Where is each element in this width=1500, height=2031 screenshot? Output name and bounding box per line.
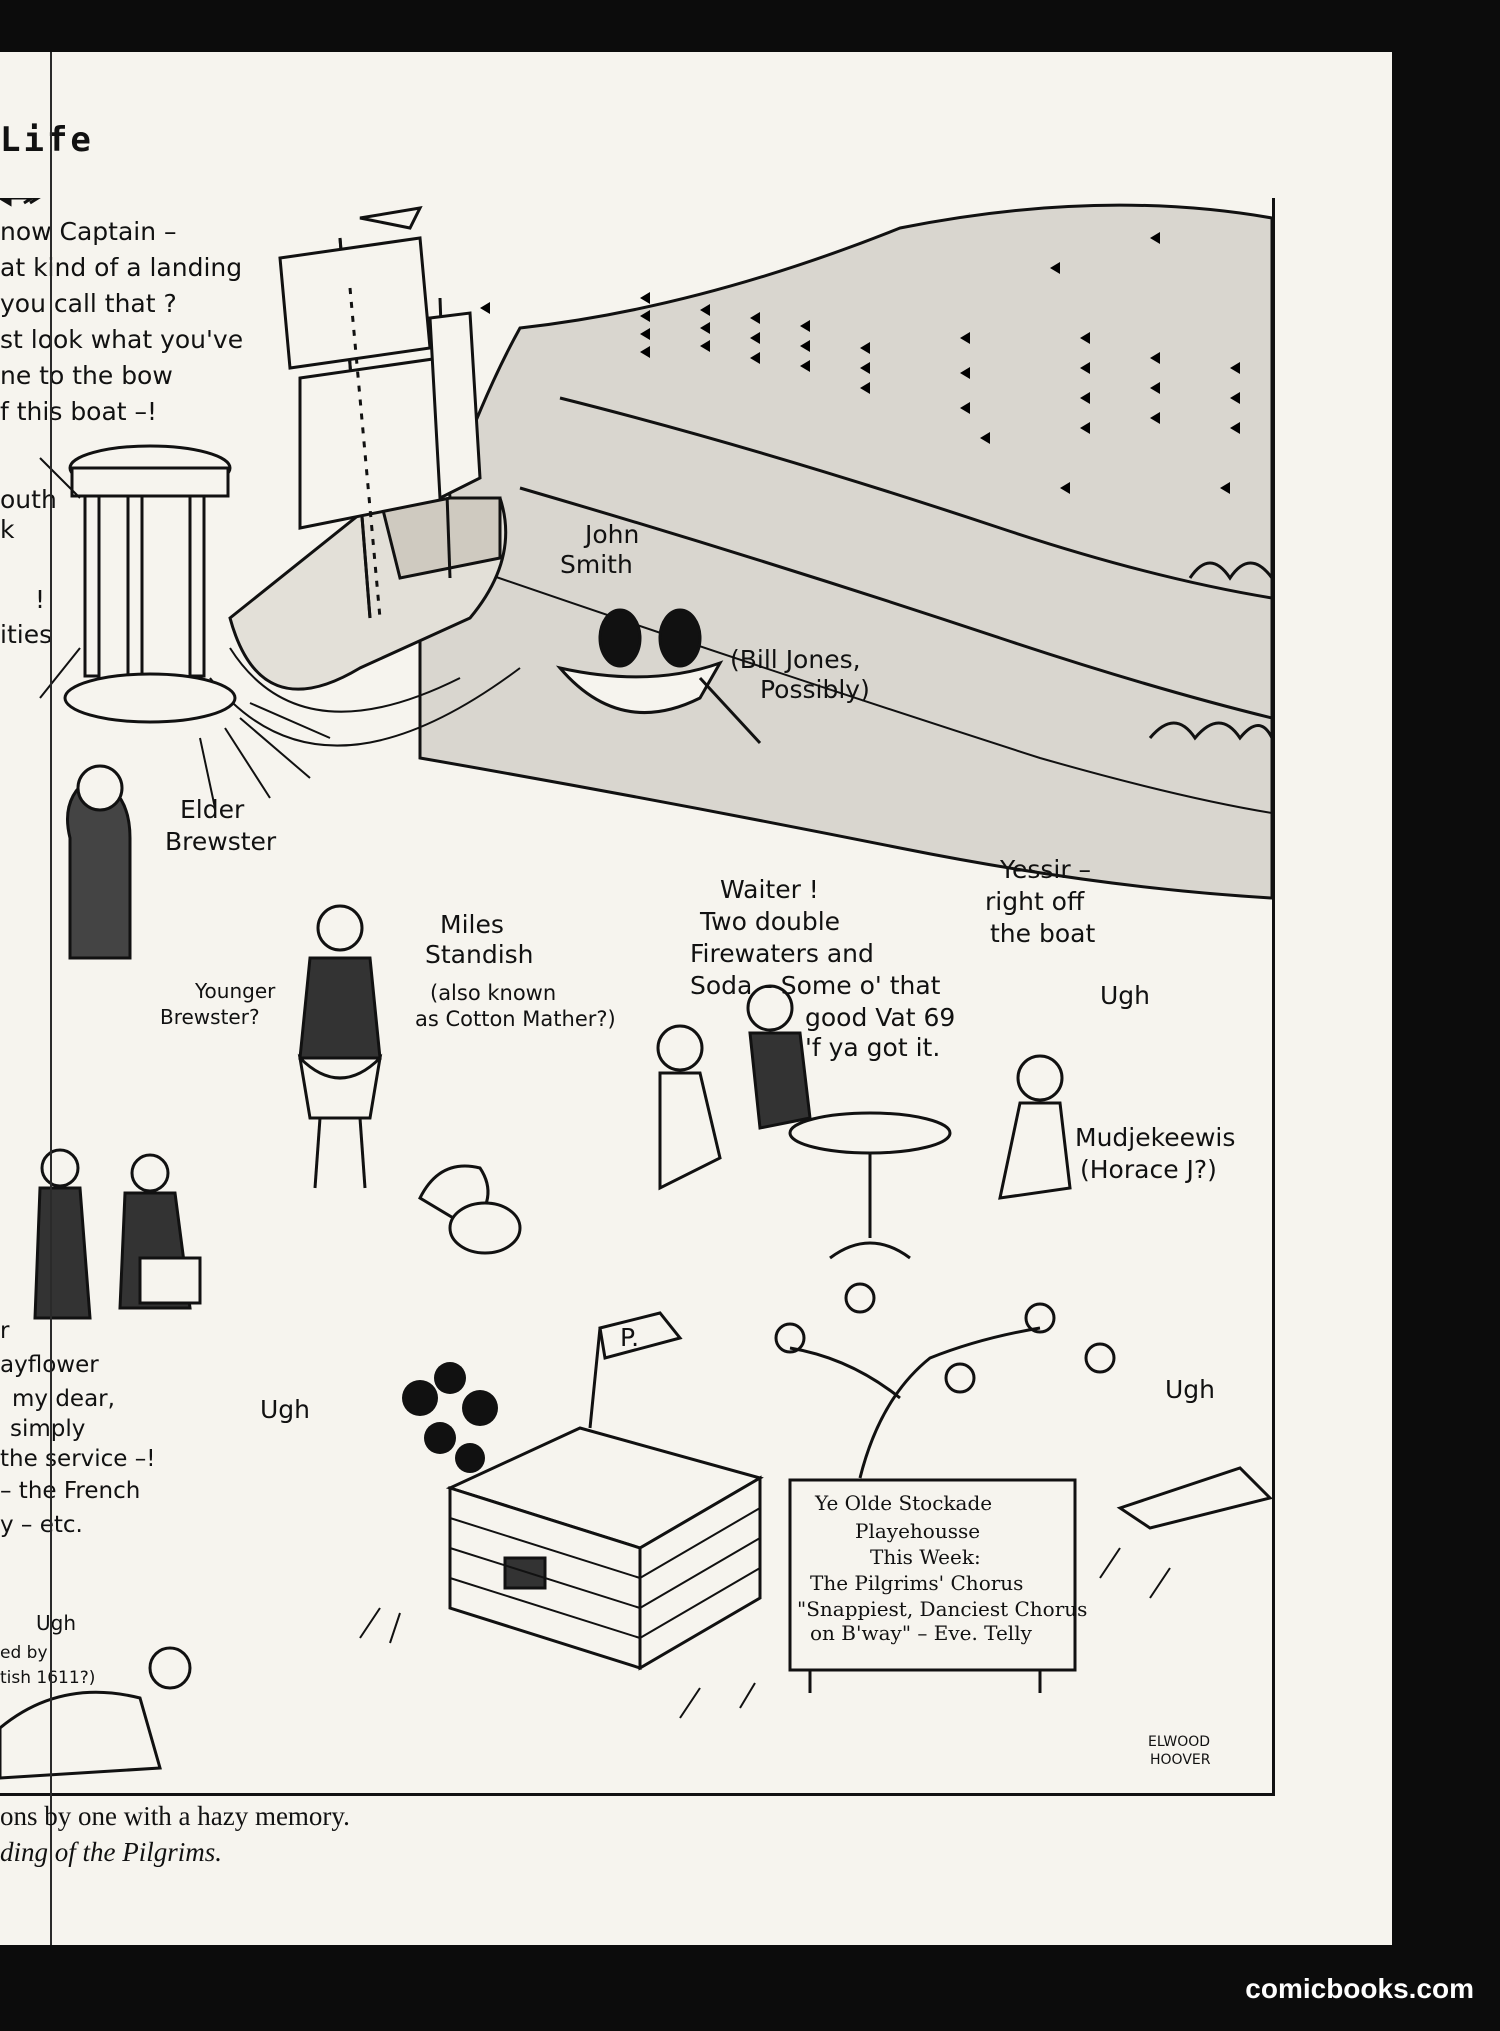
svg-text:'f ya got it.: 'f ya got it.	[805, 1033, 940, 1062]
stockade-logs	[449, 1507, 761, 1639]
ugh-label-3: Ugh	[1165, 1375, 1215, 1404]
svg-text:Mudjekeewis: Mudjekeewis	[1075, 1123, 1235, 1152]
svg-text:The Pilgrims' Chorus: The Pilgrims' Chorus	[810, 1571, 1023, 1595]
miles-standish-figure	[297, 904, 383, 1189]
left-fragments: outh k ! ities	[0, 485, 57, 649]
left-fragment-2: k	[0, 515, 15, 544]
left-fragment-1: outh	[0, 485, 57, 514]
svg-text:y – etc.: y – etc.	[0, 1512, 83, 1538]
flower-tree	[774, 1282, 1116, 1479]
svg-text:Waiter !: Waiter !	[720, 875, 819, 904]
caption-line-1: ons by one with a hazy memory.	[0, 1801, 350, 1831]
welcome-arrows	[0, 198, 41, 207]
turkey	[418, 1164, 522, 1255]
mudjekeewis-label: Mudjekeewis (Horace J?)	[1075, 1123, 1235, 1184]
artist-signature: ELWOOD HOOVER	[1148, 1734, 1211, 1768]
captain-speech-bubble: now Captain – at kind of a landing you c…	[0, 217, 243, 426]
bar-table	[788, 1111, 952, 1260]
svg-text:Brewster: Brewster	[165, 827, 277, 856]
mayflower-ship	[228, 206, 508, 691]
indian-waiter-figures	[656, 984, 1072, 1200]
page-gutter	[50, 52, 52, 1945]
svg-text:This Week:: This Week:	[870, 1545, 981, 1569]
waiter-speech-bubble: Waiter ! Two double Firewaters and Soda …	[690, 875, 955, 1062]
stockade-playhouse	[445, 1311, 764, 1671]
lower-left-fragments: ed by tish 1611?)	[0, 1643, 95, 1688]
svg-text:(also known: (also known	[430, 981, 556, 1005]
stockade-sign	[788, 1478, 1077, 1693]
miles-standish-label: Miles Standish (also known as Cotton Mat…	[415, 910, 616, 1031]
svg-text:as Cotton Mather?): as Cotton Mather?)	[415, 1007, 616, 1031]
yessir-speech-bubble: Yessir – right off the boat	[985, 855, 1095, 948]
svg-text:Ye Olde Stockade: Ye Olde Stockade	[814, 1491, 992, 1515]
svg-text:Brewster?: Brewster?	[160, 1005, 260, 1029]
captain-line-4: st look what you've	[0, 325, 243, 354]
svg-text:on B'way" – Eve. Telly: on B'way" – Eve. Telly	[810, 1621, 1033, 1645]
svg-text:Playehousse: Playehousse	[855, 1519, 980, 1543]
page-header: Life	[0, 120, 94, 160]
svg-text:Yessir –: Yessir –	[999, 855, 1091, 884]
elder-brewster-figure	[66, 764, 132, 960]
svg-text:Two double: Two double	[699, 907, 840, 936]
svg-text:(Bill Jones,: (Bill Jones,	[730, 645, 861, 674]
rowboat	[555, 608, 762, 745]
caption-line-2: ding of the Pilgrims.	[0, 1837, 222, 1867]
svg-text:ELWOOD: ELWOOD	[1148, 1734, 1210, 1750]
reclining-indian	[1116, 1466, 1272, 1530]
ugh-label-1: Ugh	[1100, 981, 1150, 1010]
svg-text:good Vat 69: good Vat 69	[805, 1003, 955, 1032]
svg-text:"Snappiest, Danciest Chorus: "Snappiest, Danciest Chorus	[797, 1597, 1087, 1621]
svg-text:the service –!: the service –!	[0, 1446, 155, 1472]
bush	[402, 1362, 498, 1473]
caption: ons by one with a hazy memory. ding of t…	[0, 1798, 350, 1870]
stockade-sign-text: Ye Olde Stockade Playehousse This Week: …	[797, 1491, 1087, 1645]
svg-text:ed by: ed by	[0, 1643, 48, 1663]
svg-text:Smith: Smith	[560, 550, 633, 579]
svg-text:r: r	[0, 1318, 10, 1344]
svg-text:Soda – Some o' that: Soda – Some o' that	[690, 971, 941, 1000]
left-fragment-3: !	[35, 585, 45, 614]
svg-text:my dear,: my dear,	[12, 1386, 115, 1412]
bill-jones-label: (Bill Jones, Possibly)	[730, 645, 870, 704]
svg-text:the boat: the boat	[990, 919, 1095, 948]
svg-text:ayflower: ayflower	[0, 1352, 99, 1378]
svg-text:John: John	[583, 520, 639, 549]
svg-text:(Horace J?): (Horace J?)	[1080, 1155, 1217, 1184]
svg-text:tish 1611?): tish 1611?)	[0, 1668, 95, 1688]
svg-text:Firewaters and: Firewaters and	[690, 939, 874, 968]
svg-text:– the French: – the French	[0, 1478, 140, 1504]
crawling-indian	[0, 1646, 192, 1780]
svg-text:Elder: Elder	[180, 795, 245, 824]
captain-line-5: ne to the bow	[0, 361, 173, 390]
plymouth-rock-temple	[63, 444, 237, 724]
watermark: comicbooks.com	[1245, 1973, 1474, 2004]
cartoon-illustration: P. now Captain – at kind of a landing yo…	[0, 198, 1272, 1780]
stockade-flag-label: P.	[620, 1323, 639, 1352]
cartoon-panel: P. now Captain – at kind of a landing yo…	[0, 198, 1275, 1796]
john-smith-label: John Smith	[560, 520, 639, 579]
left-fragment-4: ities	[0, 620, 52, 649]
ugh-label-2: Ugh	[260, 1395, 310, 1424]
svg-text:HOOVER: HOOVER	[1150, 1752, 1211, 1768]
younger-brewster-label: Younger Brewster?	[160, 979, 276, 1029]
pilgrim-couple	[33, 1148, 202, 1320]
svg-text:simply: simply	[10, 1416, 85, 1442]
captain-line-1: now Captain –	[0, 217, 177, 246]
ugh-label-4: Ugh	[36, 1611, 76, 1635]
mayflower-fragments: r ayflower my dear, simply the service –…	[0, 1318, 155, 1538]
captain-line-3: you call that ?	[0, 289, 177, 318]
svg-text:Miles: Miles	[440, 910, 504, 939]
svg-text:right off: right off	[985, 887, 1085, 916]
svg-text:Standish: Standish	[425, 940, 534, 969]
captain-line-2: at kind of a landing	[0, 253, 242, 282]
svg-text:Possibly): Possibly)	[760, 675, 870, 704]
svg-text:Younger: Younger	[194, 979, 276, 1003]
captain-line-6: f this boat –!	[0, 397, 157, 426]
elder-brewster-label: Elder Brewster	[165, 795, 277, 856]
